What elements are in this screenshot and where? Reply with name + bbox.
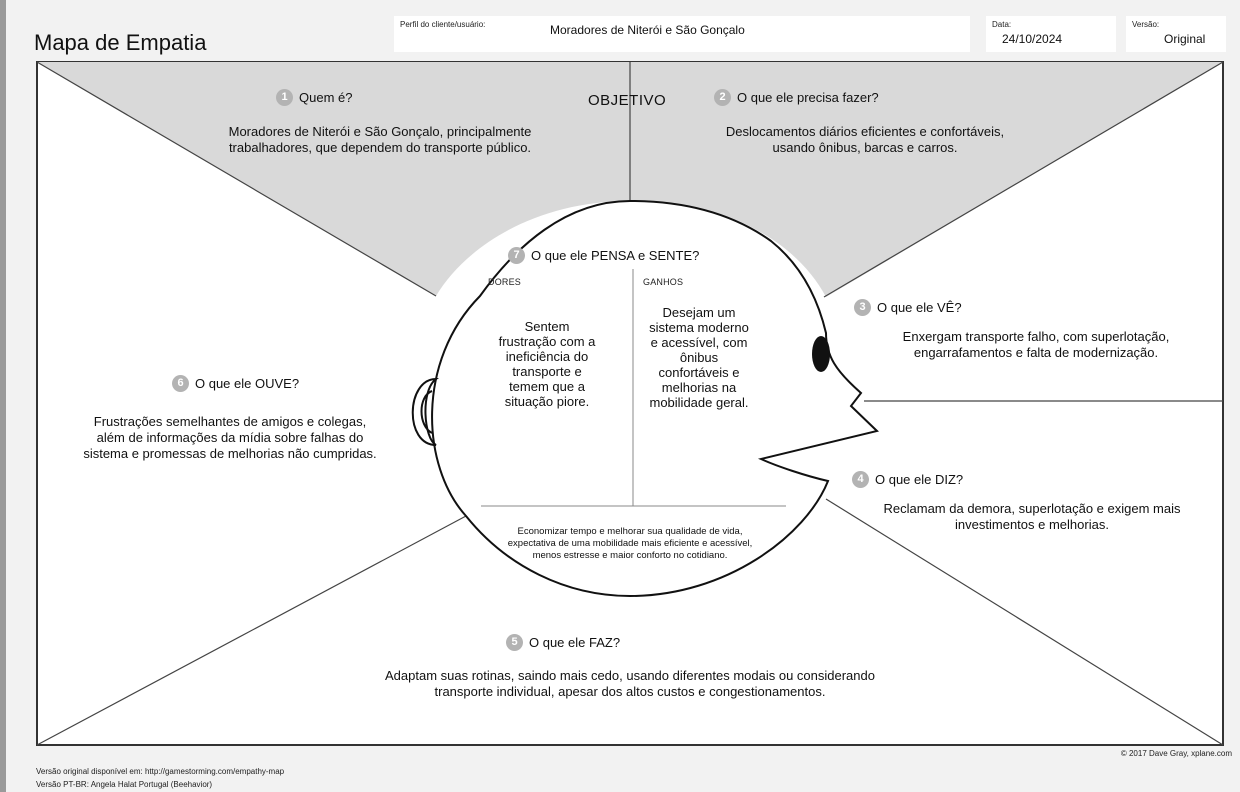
number-badge-2: 2 bbox=[714, 89, 731, 106]
diag-bottom-left bbox=[36, 515, 467, 746]
number-badge-1: 1 bbox=[276, 89, 293, 106]
profile-value: Moradores de Niterói e São Gonçalo bbox=[550, 23, 745, 37]
section-ouve-title: 6 O que ele OUVE? bbox=[172, 375, 299, 392]
profile-box[interactable]: Perfil do cliente/usuário: Moradores de … bbox=[394, 16, 970, 52]
ptbr-version-text: Versão PT-BR: Angela Halat Portugal (Bee… bbox=[36, 780, 213, 789]
number-badge-7: 7 bbox=[508, 247, 525, 264]
section-faz-text: Adaptam suas rotinas, saindo mais cedo, … bbox=[385, 668, 875, 699]
empathy-map-drawing bbox=[36, 61, 1224, 746]
section-faz-title-text: O que ele FAZ? bbox=[529, 635, 621, 650]
section-quem-title: 1 Quem é? bbox=[276, 89, 352, 106]
section-ouve-title-text: O que ele OUVE? bbox=[195, 376, 300, 391]
date-box[interactable]: Data: 24/10/2024 bbox=[986, 16, 1116, 52]
section-fazer-title-text: O que ele precisa fazer? bbox=[737, 90, 879, 105]
version-label: Versão: bbox=[1132, 20, 1160, 29]
number-badge-3: 3 bbox=[854, 299, 871, 316]
ganhos-label: GANHOS bbox=[643, 277, 684, 287]
version-box[interactable]: Versão: Original bbox=[1126, 16, 1226, 52]
ganhos-text: Desejam um sistema moderno e acessível, … bbox=[649, 305, 749, 410]
section-diz-text: Reclamam da demora, superlotação e exige… bbox=[883, 501, 1181, 532]
section-fazer-title: 2 O que ele precisa fazer? bbox=[714, 89, 879, 106]
section-pensa-title: 7 O que ele PENSA e SENTE? bbox=[508, 247, 699, 264]
page-title: Mapa de Empatia bbox=[34, 30, 207, 55]
section-ve-text: Enxergam transporte falho, com superlota… bbox=[902, 329, 1170, 360]
profile-label: Perfil do cliente/usuário: bbox=[400, 20, 486, 29]
ear-inner bbox=[420, 390, 433, 434]
section-quem-text: Moradores de Niterói e São Gonçalo, prin… bbox=[228, 124, 532, 155]
copyright-text: © 2017 Dave Gray, xplane.com bbox=[1120, 749, 1232, 758]
section-faz-title: 5 O que ele FAZ? bbox=[506, 634, 620, 651]
number-badge-5: 5 bbox=[506, 634, 523, 651]
number-badge-4: 4 bbox=[852, 471, 869, 488]
number-badge-6: 6 bbox=[172, 375, 189, 392]
left-edge-bar bbox=[0, 0, 6, 792]
version-value: Original bbox=[1164, 32, 1206, 46]
diag-top-left bbox=[36, 61, 437, 297]
empathy-map: OBJETIVO 1 Quem é? Moradores de Niterói … bbox=[36, 61, 1224, 746]
section-pensa-title-text: O que ele PENSA e SENTE? bbox=[531, 248, 700, 263]
diag-top-right bbox=[823, 61, 1224, 298]
section-diz-title: 4 O que ele DIZ? bbox=[852, 471, 963, 488]
ear-outer bbox=[411, 377, 439, 446]
date-value: 24/10/2024 bbox=[1002, 32, 1063, 46]
dores-label: DORES bbox=[488, 277, 522, 287]
original-version-text: Versão original disponível em: http://ga… bbox=[36, 767, 285, 776]
goal-text: Economizar tempo e melhorar sua qualidad… bbox=[507, 526, 753, 561]
section-ouve-text: Frustrações semelhantes de amigos e cole… bbox=[83, 414, 377, 461]
section-fazer-text: Deslocamentos diários eficientes e confo… bbox=[725, 124, 1005, 155]
objective-label: OBJETIVO bbox=[588, 92, 667, 109]
section-ve-title-text: O que ele VÊ? bbox=[877, 300, 962, 315]
section-quem-title-text: Quem é? bbox=[299, 90, 353, 105]
head-outline bbox=[431, 199, 880, 598]
section-ve-title: 3 O que ele VÊ? bbox=[854, 299, 962, 316]
eye-icon bbox=[812, 336, 830, 372]
diag-bottom-right bbox=[825, 498, 1224, 746]
date-label: Data: bbox=[992, 20, 1012, 29]
section-diz-title-text: O que ele DIZ? bbox=[875, 472, 964, 487]
dores-text: Sentem frustração com a ineficiência do … bbox=[498, 319, 596, 409]
